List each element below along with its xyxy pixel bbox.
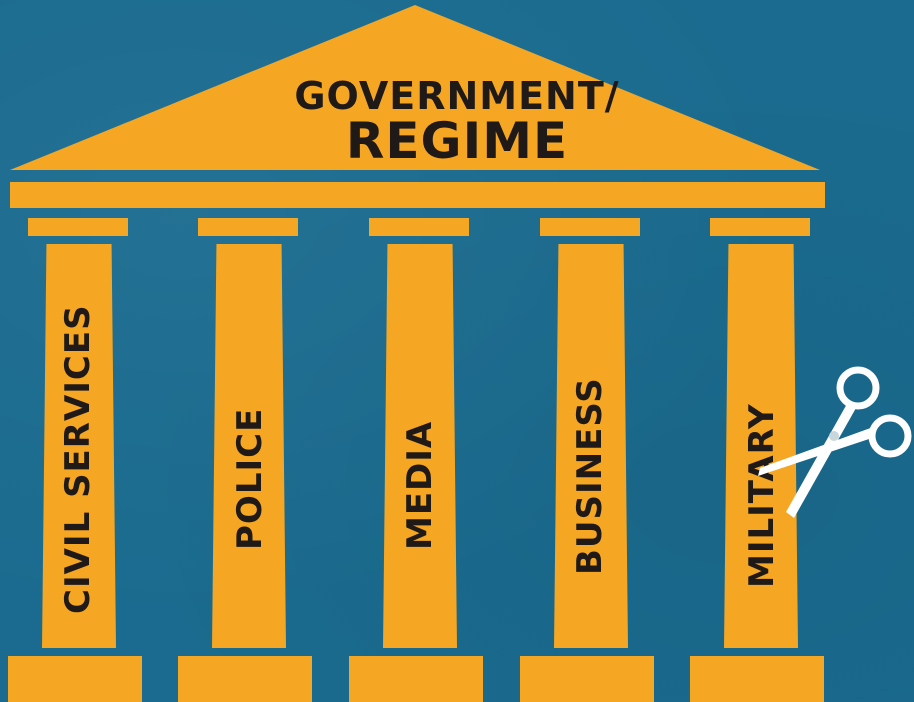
scissors-icon (758, 366, 912, 518)
pillar-label-business: BUSINESS (570, 377, 610, 575)
capital-military (710, 218, 810, 236)
base-business (520, 656, 654, 702)
pillar-label-civil-services: CIVIL SERVICES (58, 304, 98, 614)
capital-police (198, 218, 298, 236)
capital-business (540, 218, 640, 236)
base-military (690, 656, 824, 702)
base-media (349, 656, 483, 702)
roof-triangle (10, 5, 820, 170)
pillar-label-media: MEDIA (400, 420, 440, 550)
roof-title-line1: GOVERNMENT/ (294, 74, 620, 118)
pillar-military (724, 244, 798, 648)
base-civil-services (8, 656, 142, 702)
base-police (178, 656, 312, 702)
capital-media (369, 218, 469, 236)
capital-civil-services (28, 218, 128, 236)
pillar-media (383, 244, 457, 648)
pillar-business (554, 244, 628, 648)
roof-title-line2: REGIME (345, 112, 569, 170)
pillar-label-police: POLICE (230, 407, 270, 550)
pillar-police (212, 244, 286, 648)
pillar-civil-services (42, 244, 116, 648)
roof-beam (10, 182, 825, 208)
